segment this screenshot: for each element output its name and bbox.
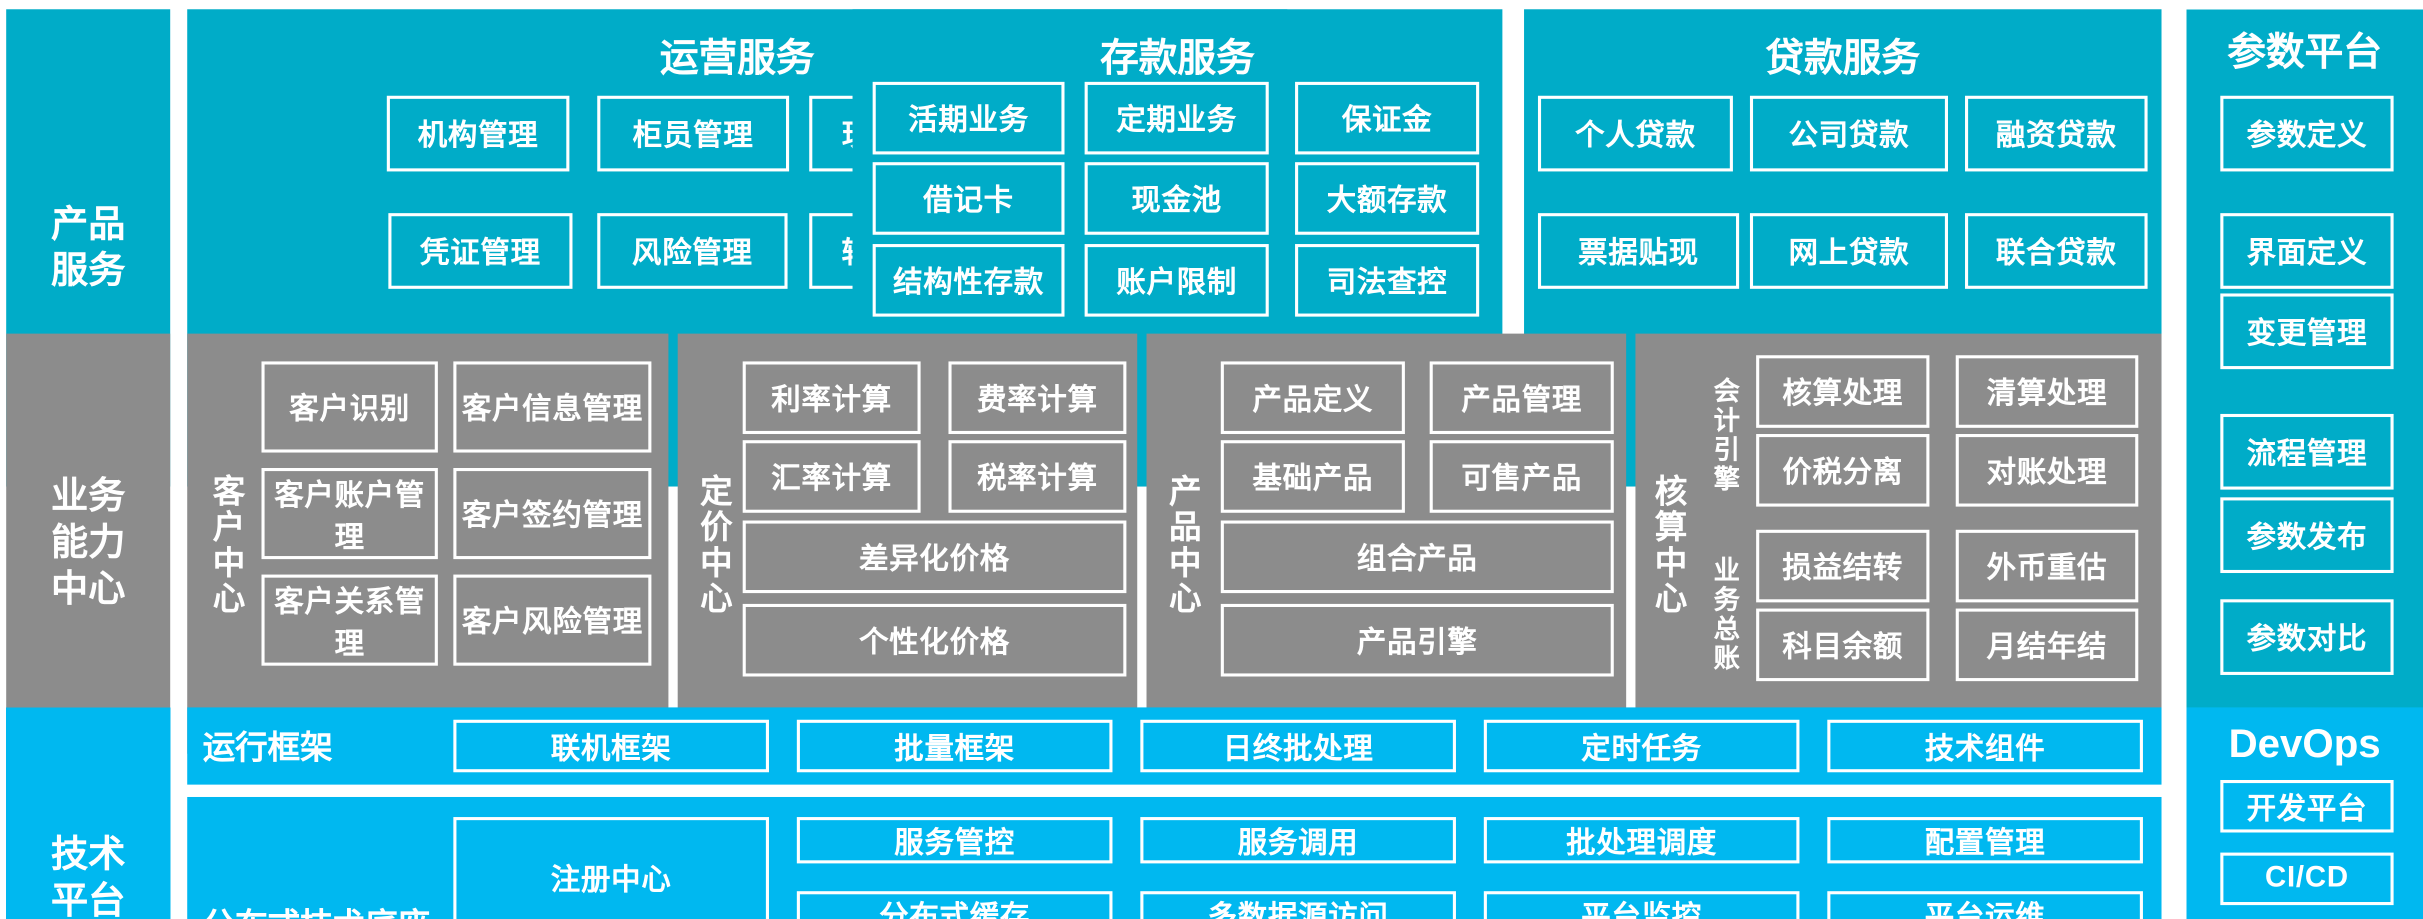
tile-parameter-3[interactable]: 流程管理 [2220, 413, 2394, 490]
tile-deposit-2[interactable]: 保证金 [1295, 81, 1480, 155]
tech-row-label-runtime-framework: 运行框架 [202, 730, 333, 767]
group-devops: DevOps 开发平台 CI/CD 运维平台 [2186, 707, 2423, 919]
tile-distributed-7[interactable]: 平台运维 [1827, 891, 2143, 919]
tile-customer-0[interactable]: 客户识别 [261, 361, 438, 453]
tile-devops-0[interactable]: 开发平台 [2220, 779, 2394, 833]
tile-loan-3[interactable]: 票据贴现 [1537, 213, 1740, 289]
tile-product-0[interactable]: 产品定义 [1220, 361, 1405, 435]
tile-loan-1[interactable]: 公司贷款 [1749, 95, 1948, 172]
tile-distributed-5[interactable]: 多数据源访问 [1140, 891, 1456, 919]
center-product: 产品中心 产品定义 产品管理 基础产品 可售产品 组合产品 产品引擎 [1146, 333, 1627, 754]
tile-runtime-3[interactable]: 定时任务 [1483, 719, 1800, 773]
tile-deposit-3[interactable]: 借记卡 [872, 162, 1065, 235]
center-label-customer: 客户中心 [208, 474, 245, 617]
center-pricing: 定价中心 利率计算 费率计算 汇率计算 税率计算 差异化价格 个性化价格 [677, 333, 1138, 754]
tech-row-label-distributed-base: 分布式技术底座 [203, 797, 430, 919]
tile-product-1[interactable]: 产品管理 [1429, 361, 1614, 435]
center-label-accounting: 核算中心 [1650, 474, 1687, 617]
tile-operations-3[interactable]: 凭证管理 [388, 213, 573, 289]
tile-distributed-3[interactable]: 配置管理 [1827, 817, 2143, 864]
tile-accounting-7[interactable]: 月结年结 [1955, 608, 2139, 682]
tile-parameter-1[interactable]: 界面定义 [2220, 213, 2394, 289]
layer-label-business-capability: 业务 能力 中心 [6, 333, 171, 754]
tile-pricing-3[interactable]: 税率计算 [948, 440, 1127, 513]
tile-product-4[interactable]: 组合产品 [1220, 520, 1614, 594]
tile-distributed-2[interactable]: 批处理调度 [1483, 817, 1800, 864]
tile-accounting-3[interactable]: 对账处理 [1955, 434, 2139, 507]
tile-deposit-8[interactable]: 司法查控 [1295, 244, 1480, 317]
tile-runtime-2[interactable]: 日终批处理 [1140, 719, 1456, 773]
tile-devops-1[interactable]: CI/CD [2220, 852, 2394, 906]
tile-parameter-0[interactable]: 参数定义 [2220, 95, 2394, 172]
tile-pricing-2[interactable]: 汇率计算 [742, 440, 921, 513]
tile-accounting-5[interactable]: 外币重估 [1955, 529, 2139, 603]
tile-accounting-2[interactable]: 价税分离 [1756, 434, 1930, 507]
tile-distributed-6[interactable]: 平台监控 [1483, 891, 1800, 919]
tile-customer-2[interactable]: 客户账户管理 [261, 467, 438, 560]
tile-pricing-4[interactable]: 差异化价格 [742, 520, 1127, 594]
center-label-pricing: 定价中心 [696, 474, 732, 617]
center-customer: 客户中心 客户识别 客户信息管理 客户账户管理 客户签约管理 客户关系管理 客户… [187, 333, 669, 754]
tile-product-2[interactable]: 基础产品 [1220, 440, 1405, 513]
group-title-loan: 贷款服务 [1765, 37, 1921, 81]
tile-deposit-5[interactable]: 大额存款 [1295, 162, 1480, 235]
tile-customer-5[interactable]: 客户风险管理 [453, 574, 652, 666]
tile-loan-2[interactable]: 融资贷款 [1965, 95, 2148, 172]
tile-distributed-1[interactable]: 服务调用 [1140, 817, 1456, 864]
tile-parameter-5[interactable]: 参数对比 [2220, 599, 2394, 675]
tile-deposit-7[interactable]: 账户限制 [1084, 244, 1269, 317]
tile-customer-1[interactable]: 客户信息管理 [453, 361, 652, 453]
group-title-devops: DevOps [2228, 719, 2381, 767]
tech-row-runtime-framework: 运行框架 联机框架 批量框架 日终批处理 定时任务 技术组件 [187, 707, 2162, 785]
tile-deposit-1[interactable]: 定期业务 [1084, 81, 1269, 155]
tile-pricing-1[interactable]: 费率计算 [948, 361, 1127, 435]
tile-loan-0[interactable]: 个人贷款 [1537, 95, 1733, 172]
center-accounting: 核算中心 会计引擎 业务总账 核算处理 清算处理 价税分离 对账处理 损益结转 … [1635, 333, 2162, 754]
tile-operations-4[interactable]: 风险管理 [597, 213, 788, 289]
tile-accounting-4[interactable]: 损益结转 [1756, 529, 1930, 603]
tile-pricing-0[interactable]: 利率计算 [742, 361, 921, 435]
tile-loan-5[interactable]: 联合贷款 [1965, 213, 2148, 289]
tile-deposit-0[interactable]: 活期业务 [872, 81, 1065, 155]
center-sublabel-general-ledger: 业务总账 [1708, 556, 1739, 674]
tile-registry-center[interactable]: 注册中心 [453, 817, 769, 919]
group-title-parameter-platform: 参数平台 [2227, 30, 2382, 75]
tile-operations-1[interactable]: 柜员管理 [597, 95, 790, 172]
tech-row-distributed-base: 分布式技术底座 注册中心 服务管控 服务调用 批处理调度 配置管理 分布式缓存 … [187, 796, 2162, 919]
tile-accounting-1[interactable]: 清算处理 [1955, 355, 2139, 428]
tile-operations-0[interactable]: 机构管理 [386, 95, 570, 172]
group-title-deposit: 存款服务 [1100, 37, 1255, 81]
tile-customer-3[interactable]: 客户签约管理 [453, 467, 652, 560]
tile-accounting-0[interactable]: 核算处理 [1756, 355, 1930, 428]
group-title-operations: 运营服务 [659, 37, 815, 81]
layer-label-tech-platform: 技术 平台 [6, 707, 171, 919]
tile-distributed-0[interactable]: 服务管控 [796, 817, 1113, 864]
tile-accounting-6[interactable]: 科目余额 [1756, 608, 1930, 682]
tile-distributed-4[interactable]: 分布式缓存 [796, 891, 1113, 919]
tile-deposit-6[interactable]: 结构性存款 [872, 244, 1065, 317]
tile-product-3[interactable]: 可售产品 [1429, 440, 1614, 513]
tile-loan-4[interactable]: 网上贷款 [1749, 213, 1948, 289]
tile-product-5[interactable]: 产品引擎 [1220, 603, 1614, 677]
tile-parameter-2[interactable]: 变更管理 [2220, 293, 2394, 370]
tile-deposit-4[interactable]: 现金池 [1084, 162, 1269, 235]
tile-parameter-4[interactable]: 参数发布 [2220, 497, 2394, 574]
center-sublabel-accounting-engine: 会计引擎 [1708, 376, 1739, 495]
center-label-product: 产品中心 [1165, 474, 1201, 617]
tile-runtime-0[interactable]: 联机框架 [453, 719, 769, 773]
tile-customer-4[interactable]: 客户关系管理 [261, 574, 438, 666]
tile-runtime-1[interactable]: 批量框架 [796, 719, 1113, 773]
tile-pricing-5[interactable]: 个性化价格 [742, 603, 1127, 677]
tile-runtime-4[interactable]: 技术组件 [1827, 719, 2143, 773]
